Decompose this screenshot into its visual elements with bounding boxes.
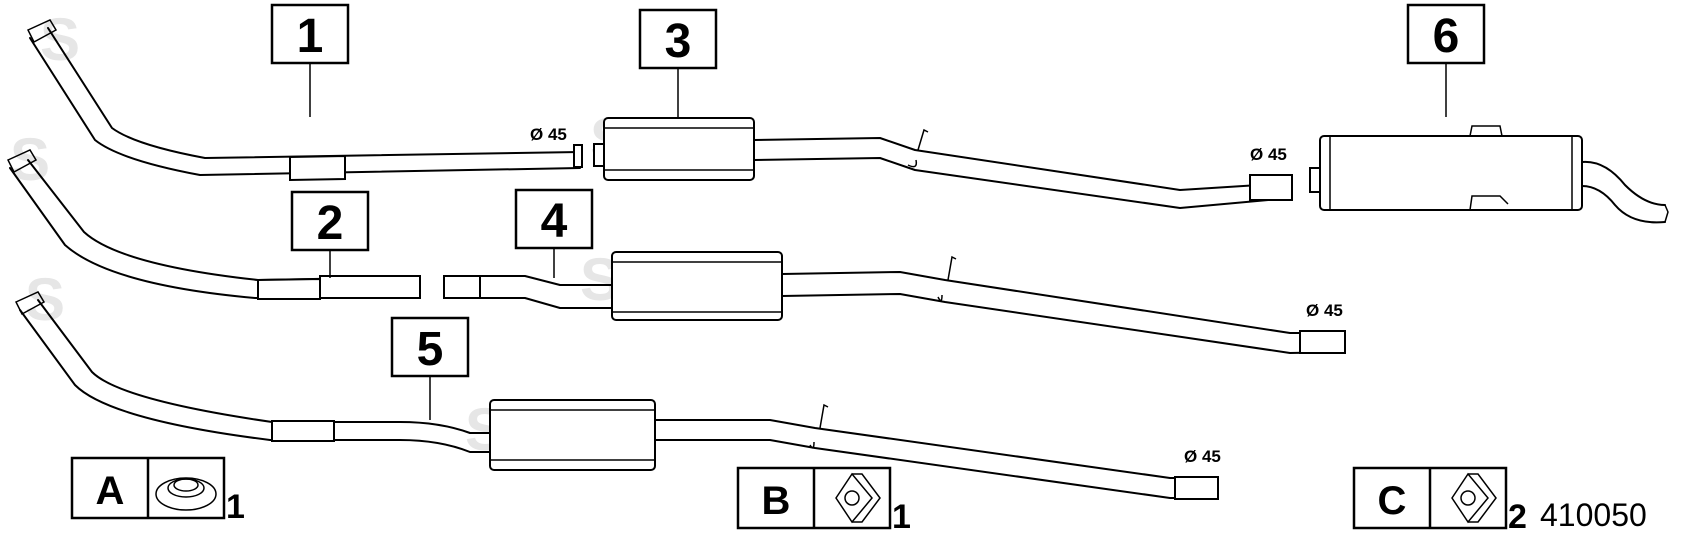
rear-muffler-6 [1309,125,1669,224]
gasket-ring-icon [155,477,217,511]
legend-c-letter: C [1378,479,1407,523]
callout-4: 4 [514,188,594,278]
front-pipe-1 [26,19,581,182]
watermark: S S S S S S S [10,6,1360,463]
callout-1-label: 1 [297,10,324,63]
legend-c-qty: 2 [1508,498,1527,533]
callout-6-label: 6 [1433,10,1460,63]
callout-1: 1 [270,3,350,117]
legend-b: B 1 [736,466,911,533]
callout-3-label: 3 [665,15,692,68]
front-pipe-2 [6,149,421,300]
diameter-label-3: Ø 45 [1250,145,1287,164]
part-number: 410050 [1540,497,1647,533]
callout-5-label: 5 [417,323,444,376]
diameter-label-4: Ø 45 [1306,301,1343,320]
diameter-label-5: Ø 45 [1184,447,1221,466]
callout-2: 2 [290,190,370,278]
flange-gasket-icon [835,472,881,524]
legend-a-qty: 1 [226,488,245,526]
svg-text:S: S [10,126,50,193]
diameter-label-1: Ø 45 [530,125,567,144]
callout-6: 6 [1406,3,1486,117]
svg-text:S: S [25,266,65,333]
callout-4-label: 4 [541,195,568,248]
legend-b-letter: B [762,479,791,523]
center-muffler-4 [443,251,1346,354]
svg-text:S: S [40,6,80,73]
flange-gasket-icon [1451,472,1497,524]
legend-a: A 1 [70,456,245,526]
legend-b-qty: 1 [892,498,911,533]
callout-3: 3 [638,8,718,118]
legend-c: C 2 [1352,466,1527,533]
legend-a-letter: A [96,469,125,513]
callout-5: 5 [390,316,470,420]
pipe-end-1 [573,144,583,168]
callout-2-label: 2 [317,197,344,250]
center-muffler-3 [593,117,1293,209]
complete-pipe-5 [14,291,1219,500]
